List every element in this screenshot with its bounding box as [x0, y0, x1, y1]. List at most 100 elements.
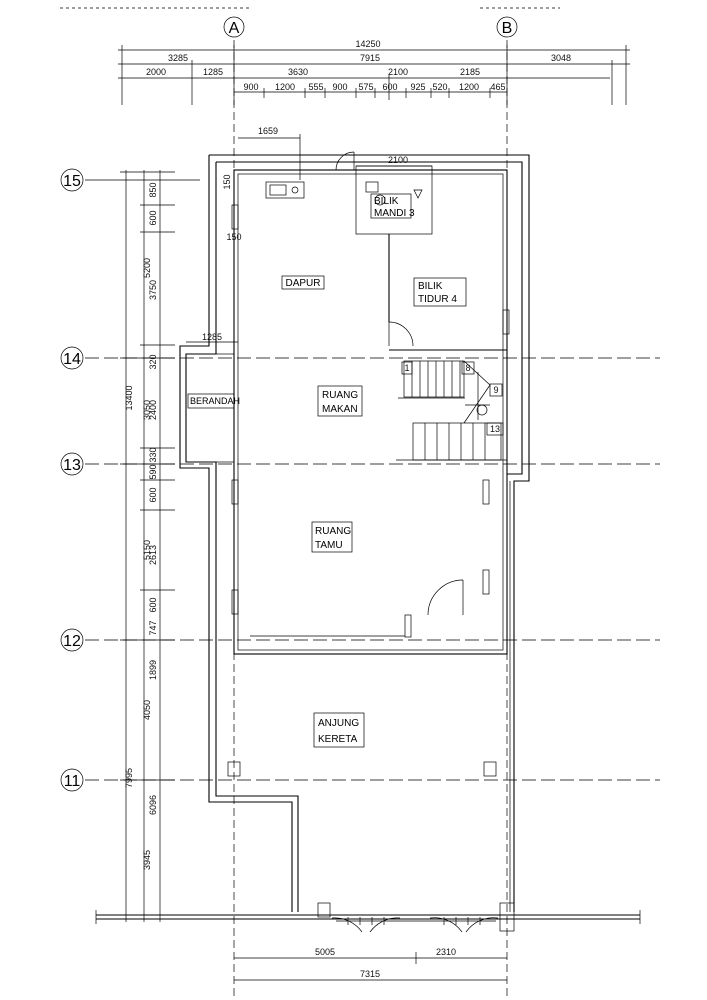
svg-text:ANJUNG: ANJUNG	[318, 718, 359, 729]
svg-text:11: 11	[64, 773, 81, 790]
svg-text:747: 747	[148, 620, 158, 635]
svg-text:520: 520	[432, 82, 447, 92]
svg-text:MAKAN: MAKAN	[322, 404, 358, 415]
svg-text:5200: 5200	[142, 258, 152, 278]
room-label-ruang-tamu: RUANG TAMU	[311, 521, 353, 553]
grid-bubble-11: 11	[60, 768, 84, 792]
grid-bubble-13: 13	[60, 452, 84, 476]
exterior-walls	[96, 154, 640, 920]
svg-text:2000: 2000	[146, 67, 166, 77]
svg-text:3630: 3630	[288, 67, 308, 77]
toilet-icon	[365, 181, 423, 206]
svg-text:B: B	[502, 20, 513, 37]
svg-text:2613: 2613	[148, 545, 158, 565]
svg-text:600: 600	[382, 82, 397, 92]
stair-number-9: 9	[489, 383, 503, 397]
svg-text:1899: 1899	[148, 660, 158, 680]
door-swings	[331, 151, 499, 933]
svg-text:3285: 3285	[168, 53, 188, 63]
svg-text:13: 13	[63, 457, 81, 474]
svg-text:RUANG: RUANG	[315, 526, 351, 537]
svg-text:BILIK: BILIK	[418, 281, 443, 292]
svg-text:1285: 1285	[203, 67, 223, 77]
room-label-anjung-kereta: ANJUNG KERETA	[313, 712, 365, 748]
svg-text:2100: 2100	[388, 67, 408, 77]
svg-text:3048: 3048	[551, 53, 571, 63]
room-label-ruang-makan: RUANG MAKAN	[317, 385, 363, 417]
svg-text:2100: 2100	[388, 155, 408, 165]
svg-text:A: A	[229, 20, 240, 37]
gate-hatch	[336, 917, 496, 925]
svg-text:1: 1	[404, 363, 409, 373]
svg-text:900: 900	[332, 82, 347, 92]
svg-text:12: 12	[63, 633, 81, 650]
svg-text:TIDUR 4: TIDUR 4	[418, 294, 457, 305]
grid-bubble-14: 14	[60, 346, 84, 370]
svg-text:555: 555	[308, 82, 323, 92]
room-label-bilik-mandi: BILIK MANDI 3	[370, 193, 415, 219]
grid-bubble-a: A	[223, 16, 245, 38]
svg-text:13400: 13400	[124, 385, 134, 410]
room-label-berandah: BERANDAH	[187, 393, 240, 409]
svg-text:1200: 1200	[275, 82, 295, 92]
svg-text:7995: 7995	[124, 768, 134, 788]
svg-text:590: 590	[148, 464, 158, 479]
grid-bubble-12: 12	[60, 628, 84, 652]
grid-bubble-15: 15	[60, 168, 84, 192]
left-dimensions: 13400 5200 3050 5150 4050 7995 850 600 3…	[120, 170, 175, 922]
svg-text:DAPUR: DAPUR	[285, 278, 320, 289]
stair-number-1: 1	[401, 361, 413, 375]
svg-text:RUANG: RUANG	[322, 390, 358, 401]
svg-text:5150: 5150	[142, 540, 152, 560]
room-label-bilik-tidur: BILIK TIDUR 4	[413, 277, 467, 307]
svg-text:3945: 3945	[142, 850, 152, 870]
svg-text:2310: 2310	[436, 947, 456, 957]
svg-text:600: 600	[148, 487, 158, 502]
svg-text:13: 13	[490, 424, 500, 434]
kitchen-sink-icon	[265, 181, 305, 199]
svg-text:KERETA: KERETA	[318, 734, 358, 745]
stair-number-8: 8	[461, 361, 475, 375]
inner-dimensions: 1659 2100 150 150 1285	[186, 126, 432, 343]
svg-text:600: 600	[148, 210, 158, 225]
svg-text:15: 15	[63, 173, 81, 190]
svg-text:925: 925	[410, 82, 425, 92]
svg-text:575: 575	[358, 82, 373, 92]
svg-text:14: 14	[63, 351, 81, 368]
svg-text:150: 150	[222, 174, 232, 189]
grid-bubble-b: B	[496, 16, 518, 38]
svg-text:600: 600	[148, 597, 158, 612]
svg-text:850: 850	[148, 182, 158, 197]
svg-text:1285: 1285	[202, 332, 222, 342]
svg-text:7915: 7915	[360, 53, 380, 63]
svg-text:7315: 7315	[360, 969, 380, 979]
svg-text:1200: 1200	[459, 82, 479, 92]
grid-axes	[85, 40, 660, 1000]
svg-text:5005: 5005	[315, 947, 335, 957]
svg-text:MANDI 3: MANDI 3	[374, 208, 415, 219]
staircase	[403, 360, 502, 461]
svg-text:3050: 3050	[142, 400, 152, 420]
svg-text:6096: 6096	[148, 795, 158, 815]
stair-number-13: 13	[486, 422, 504, 436]
svg-text:TAMU: TAMU	[315, 540, 343, 551]
svg-text:320: 320	[148, 354, 158, 369]
room-label-dapur: DAPUR	[281, 275, 325, 290]
svg-text:2400: 2400	[148, 400, 158, 420]
svg-text:BERANDAH: BERANDAH	[190, 396, 240, 406]
svg-text:1659: 1659	[258, 126, 278, 136]
svg-text:330: 330	[148, 447, 158, 462]
svg-text:BILIK: BILIK	[374, 196, 399, 207]
svg-text:4050: 4050	[142, 700, 152, 720]
svg-text:14250: 14250	[355, 39, 380, 49]
svg-text:9: 9	[493, 385, 498, 395]
interior-walls	[185, 165, 515, 932]
svg-text:465: 465	[490, 82, 505, 92]
svg-text:3750: 3750	[148, 280, 158, 300]
top-dimensions: 14250 3285 7915 3048 2000 1285 3630 2100…	[118, 39, 630, 105]
svg-text:2185: 2185	[460, 67, 480, 77]
bottom-dimensions: 5005 2310 7315	[234, 947, 507, 981]
svg-text:8: 8	[465, 363, 470, 373]
svg-text:900: 900	[243, 82, 258, 92]
